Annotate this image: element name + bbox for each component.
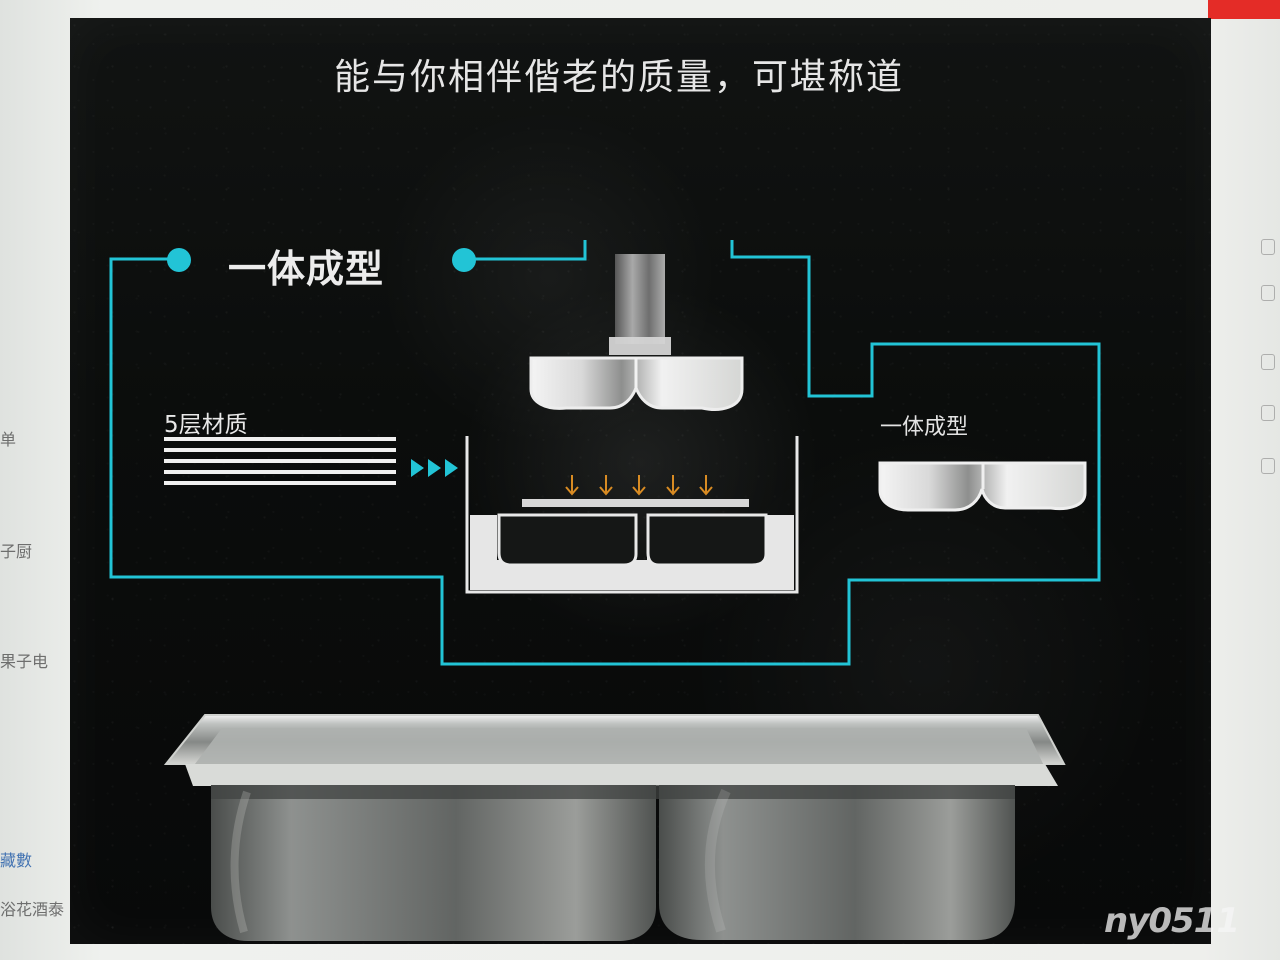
title-dot-right (452, 248, 476, 272)
right-browser-edge (1200, 0, 1280, 960)
material-layer-1 (164, 437, 396, 441)
sidebar-item-1: 单 (0, 430, 17, 449)
press-tool-graphic (529, 254, 744, 411)
top-connector-line (464, 240, 587, 261)
orange-arrow-3 (632, 475, 646, 496)
right-mark-1 (1261, 239, 1275, 255)
formed-result-label: 一体成型 (880, 415, 969, 440)
sink-highlight (230, 790, 251, 934)
left-frame-line (109, 240, 1101, 666)
orange-arrow-1 (565, 475, 579, 496)
press-collar (609, 337, 671, 355)
material-layer-4 (164, 470, 396, 474)
cyan-diagram-frame (109, 240, 1101, 666)
sidebar-item-4: 藏數 (0, 851, 33, 870)
material-layer-5 (164, 481, 396, 485)
formed-bowl-graphic (878, 461, 1087, 512)
press-stem (615, 254, 665, 344)
press-plate (522, 499, 749, 507)
left-sink-bowl (211, 785, 656, 941)
sink-inner-lip (192, 728, 1045, 768)
sink-front-edge (185, 764, 1058, 786)
sidebar-item-5: 浴花酒泰 (0, 900, 65, 919)
right-mark-3 (1261, 354, 1275, 370)
sidebar-item-2: 子厨 (0, 542, 33, 561)
sink-bowl-shadow (211, 785, 1015, 799)
orange-arrow-5 (699, 475, 713, 496)
right-mark-4 (1261, 405, 1275, 421)
material-layer-2 (164, 448, 396, 452)
mold-dark-cavity-right (646, 513, 768, 567)
mold-dark-cavity-left (497, 513, 638, 567)
sink-highlight-2 (704, 788, 731, 933)
triple-cyan-arrow-icon (411, 459, 458, 477)
right-mark-2 (1261, 285, 1275, 301)
material-layer-3 (164, 459, 396, 463)
watermark-text: ny0511 (1104, 901, 1240, 941)
left-sidebar-text: 单 子厨 果子电 藏數 浴花酒泰 (0, 0, 80, 960)
sidebar-item-3: 果子电 (0, 652, 49, 671)
title-dot-left (167, 248, 191, 272)
right-sink-bowl (659, 785, 1015, 940)
mold-white-base (470, 515, 794, 590)
right-mark-5 (1261, 458, 1275, 474)
five-layer-material-graphic (164, 437, 458, 485)
forming-mold-graphic (465, 436, 799, 594)
material-layer-label: 5层材质 (164, 412, 248, 438)
mold-body (465, 436, 799, 594)
stainless-sink-photo-render (163, 714, 1066, 941)
red-corner-bar (1208, 0, 1280, 19)
process-title: 一体成型 (228, 247, 385, 291)
orange-arrow-2 (599, 475, 613, 496)
orange-arrow-4 (666, 475, 680, 496)
pressure-arrows (565, 475, 713, 496)
banner-headline: 能与你相伴偕老的质量，可堪称道 (334, 57, 905, 98)
